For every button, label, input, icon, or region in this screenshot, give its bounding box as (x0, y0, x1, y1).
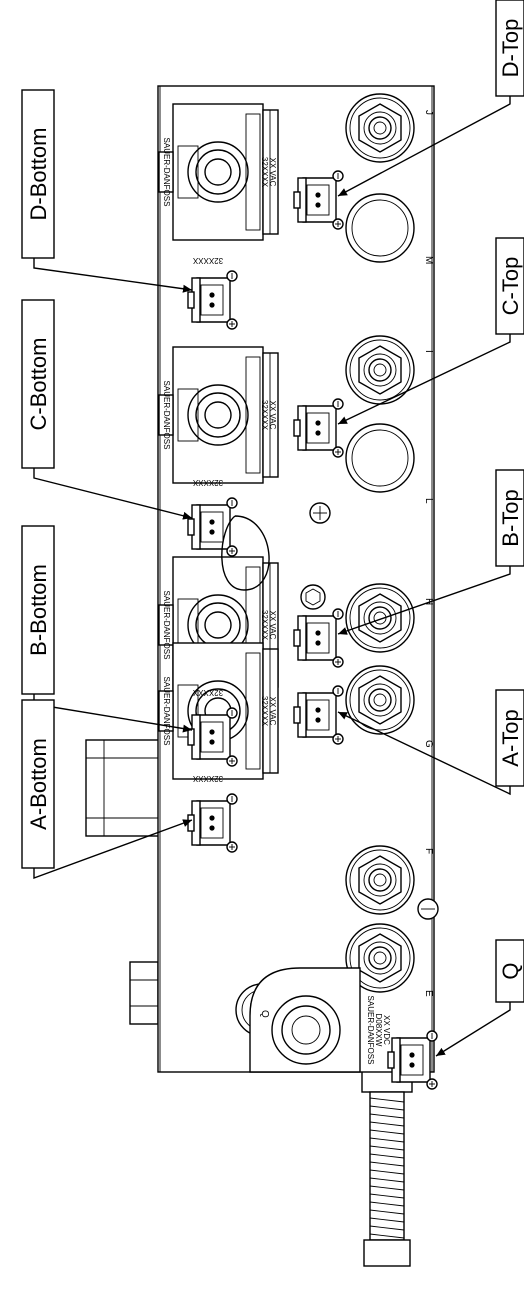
svg-text:SAUER-DANFOSS: SAUER-DANFOSS (366, 996, 375, 1065)
callout-a-bottom: A-Bottom (21, 699, 193, 880)
svg-text:SAUER-DANFOSS: SAUER-DANFOSS (162, 677, 171, 746)
svg-text:B-Top: B-Top (498, 489, 523, 546)
callout-c-bottom: C-Bottom (21, 299, 193, 520)
thread-line (369, 1209, 405, 1215)
port-label-i: I (423, 350, 434, 353)
coil-d-text: SAUER-DANFOSS 32XXXX XX VAC 32XXXX (162, 138, 277, 265)
connector-b-bottom (187, 707, 238, 767)
wire-loop (221, 515, 270, 591)
connector-c-top (293, 398, 344, 458)
coil-c-text: SAUER-DANFOSS 32XXXX XX VAC 32XXXX (162, 381, 277, 487)
plug-m (345, 193, 415, 263)
left-fitting-upper (85, 739, 161, 837)
connector-b-top (293, 608, 344, 668)
svg-text:XX VAC: XX VAC (268, 401, 277, 430)
connector-c-bottom (187, 497, 238, 557)
connector-d-top (293, 170, 344, 230)
thread-line (369, 1137, 405, 1143)
connector-d-bottom (187, 270, 238, 330)
svg-text:C-Top: C-Top (498, 257, 523, 316)
small-hex-screw (300, 584, 326, 610)
svg-text:32XXXX: 32XXXX (260, 400, 269, 431)
svg-text:SAUER-DANFOSS: SAUER-DANFOSS (162, 138, 171, 207)
thread-line (369, 1201, 405, 1207)
svg-text:32XXXX: 32XXXX (192, 256, 223, 265)
svg-text:D-Bottom: D-Bottom (26, 128, 51, 221)
small-screw-1 (309, 502, 331, 524)
port-label-m: M (423, 256, 434, 264)
svg-text:XX VAC: XX VAC (268, 697, 277, 726)
svg-text:32XXXX: 32XXXX (260, 157, 269, 188)
thread-line (369, 1217, 405, 1223)
callout-q: Q (435, 939, 524, 1057)
callout-b-top: B-Top (337, 469, 524, 635)
svg-text:32XXXX: 32XXXX (192, 688, 223, 697)
thread-line (369, 1233, 405, 1239)
thread-line (369, 1177, 405, 1183)
svg-text:XX VAC: XX VAC (268, 611, 277, 640)
cartridge-h (345, 583, 415, 653)
thread-line (369, 1185, 405, 1191)
svg-text:D-Top: D-Top (498, 19, 523, 78)
connector-q (387, 1030, 438, 1090)
left-fitting-lower (129, 961, 159, 1025)
thread-line (369, 1121, 405, 1127)
cartridge-i (345, 335, 415, 405)
coil-a-text: SAUER-DANFOSS 32XXXX XX VAC 32XXXX (162, 677, 277, 783)
svg-text:SAUER-DANFOSS: SAUER-DANFOSS (162, 591, 171, 660)
plug-l (345, 423, 415, 493)
port-label-f: F (423, 848, 434, 854)
svg-text:B-Bottom: B-Bottom (26, 564, 51, 656)
callout-d-bottom: D-Bottom (21, 89, 193, 293)
thread-line (369, 1145, 405, 1151)
svg-text:A-Top: A-Top (498, 709, 523, 766)
connector-a-top (293, 685, 344, 745)
callout-d-top: D-Top (337, 0, 524, 197)
thread-line (369, 1169, 405, 1175)
thread-line (369, 1097, 405, 1103)
callout-a-top: A-Top (337, 689, 524, 796)
svg-text:32XXXX: 32XXXX (192, 478, 223, 487)
thread-line (369, 1153, 405, 1159)
svg-text:A-Bottom: A-Bottom (26, 738, 51, 830)
cartridge-j (345, 93, 415, 163)
cartridge-f (345, 845, 415, 915)
port-label-j: J (423, 110, 434, 115)
port-label-h: H (423, 598, 434, 605)
connector-a-bottom (187, 793, 238, 853)
thread-line (369, 1129, 405, 1135)
coil-q: SAUER-DANFOSS D08XXW XX VDC (249, 967, 391, 1073)
svg-text:32XXXX: 32XXXX (192, 774, 223, 783)
coil-b-text: SAUER-DANFOSS 32XXXX XX VAC 32XXXX (162, 591, 277, 697)
thread-line (369, 1105, 405, 1111)
svg-text:XX VAC: XX VAC (268, 158, 277, 187)
small-screw-2 (417, 898, 439, 920)
svg-text:32XXXX: 32XXXX (260, 696, 269, 727)
svg-text:C-Bottom: C-Bottom (26, 338, 51, 431)
thread-line (369, 1193, 405, 1199)
svg-text:SAUER-DANFOSS: SAUER-DANFOSS (162, 381, 171, 450)
svg-text:Q: Q (498, 962, 523, 979)
svg-text:32XXXX: 32XXXX (260, 610, 269, 641)
port-label-g: G (423, 740, 434, 748)
thread-line (369, 1161, 405, 1167)
port-label-l: L (423, 498, 434, 504)
svg-text:D08XXW: D08XXW (374, 1014, 383, 1047)
thread-line (369, 1225, 405, 1231)
bottom-fitting (361, 1069, 413, 1267)
port-label-q: Q (259, 1010, 270, 1018)
thread-line (369, 1113, 405, 1119)
svg-text:XX VDC: XX VDC (382, 1015, 391, 1045)
callout-c-top: C-Top (337, 237, 524, 425)
port-label-e: E (423, 990, 434, 997)
cartridge-g (345, 665, 415, 735)
